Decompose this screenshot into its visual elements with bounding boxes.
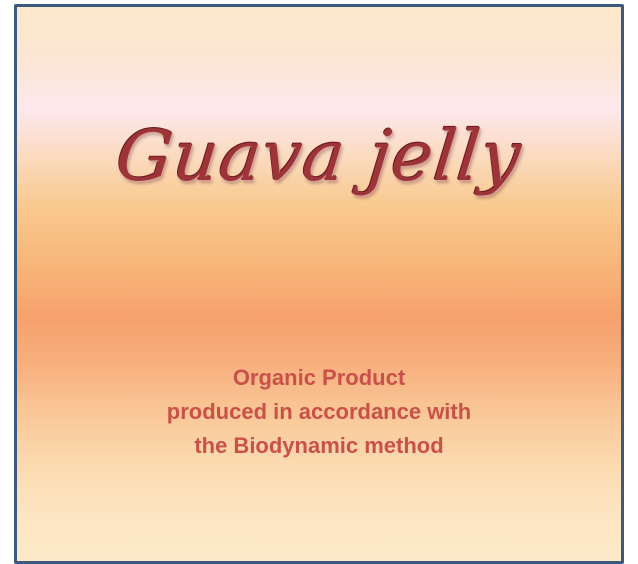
description-line-accordance: produced in accordance with [166, 399, 472, 424]
product-title: Guava jelly [112, 115, 526, 197]
product-description: Organic Product produced in accordance w… [17, 361, 621, 463]
description-line-organic: Organic Product [232, 365, 406, 390]
product-label-card: Guava jelly Organic Product produced in … [14, 4, 624, 564]
description-line-biodynamic: the Biodynamic method [194, 433, 444, 458]
